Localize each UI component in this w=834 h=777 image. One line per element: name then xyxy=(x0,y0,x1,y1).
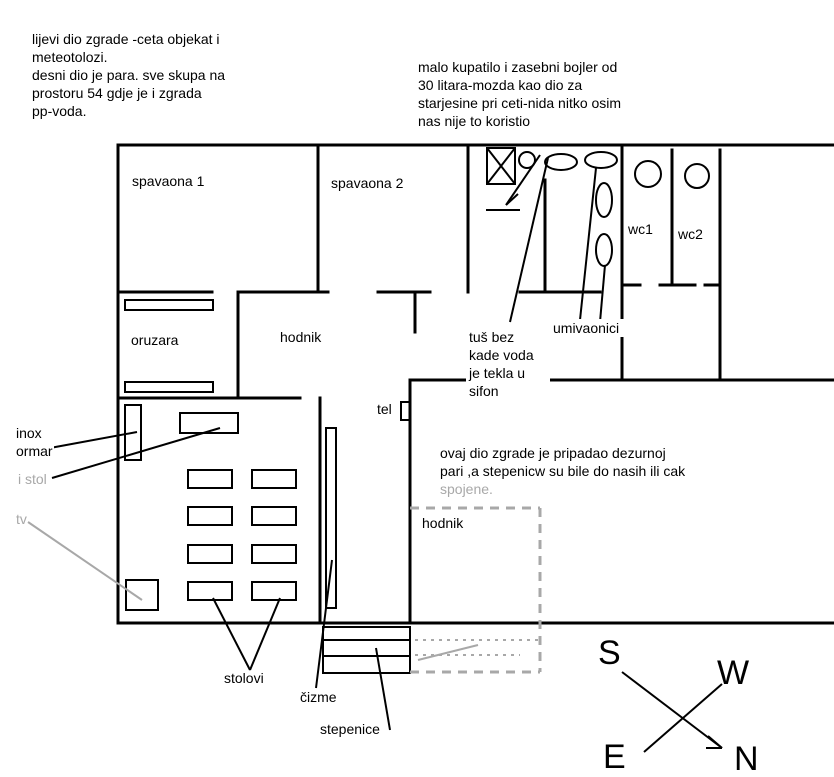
label-line: kade voda xyxy=(469,347,534,363)
note-bathroom: malo kupatilo i zasebni bojler od 30 lit… xyxy=(418,59,621,129)
room-label-wc2: wc2 xyxy=(677,226,703,242)
label-telephone: tel xyxy=(377,401,392,417)
sink-icon xyxy=(544,153,578,171)
note-line: malo kupatilo i zasebni bojler od xyxy=(418,59,617,75)
leader-lines xyxy=(27,157,606,731)
table xyxy=(187,581,233,601)
table xyxy=(187,506,233,526)
shared-area-outline xyxy=(410,506,542,674)
note-line: desni dio je para. sve skupa na xyxy=(32,67,225,83)
room-label-hodnik: hodnik xyxy=(280,329,322,345)
tv-stand xyxy=(125,579,159,611)
label-shower: tuš bez kade voda je tekla u sifon xyxy=(466,326,550,400)
label-line: je tekla u xyxy=(468,365,525,381)
table xyxy=(251,506,297,526)
telephone xyxy=(400,401,411,421)
room-label-hodnik-2: hodnik xyxy=(422,515,464,531)
room-label-spavaona-1: spavaona 1 xyxy=(132,173,205,189)
compass-east: E xyxy=(603,738,626,776)
compass: S W E N xyxy=(598,634,759,777)
sink-icon xyxy=(584,151,618,169)
label-inox: inox xyxy=(16,425,42,441)
table xyxy=(187,469,233,489)
room-label-spavaona-2: spavaona 2 xyxy=(331,175,404,191)
table xyxy=(251,544,297,564)
note-line: prostoru 54 gdje je i zgrada xyxy=(32,85,202,101)
stairs xyxy=(322,626,411,674)
boot-rack xyxy=(325,427,337,609)
label-ormar: ormar xyxy=(16,443,53,459)
toilet-icon xyxy=(634,160,662,188)
compass-west: W xyxy=(717,654,749,692)
inox-table xyxy=(179,412,239,434)
label-line: sifon xyxy=(469,383,499,399)
label-tables: stolovi xyxy=(224,670,264,686)
weapon-racks xyxy=(124,299,214,393)
note-line: starjesine pri ceti-nida nitko osim xyxy=(418,95,621,111)
note-right-part: ovaj dio zgrade je pripadao dezurnoj par… xyxy=(440,445,686,497)
label-sinks: umivaonici xyxy=(553,320,619,336)
note-left-building: lijevi dio zgrade -ceta objekat i meteot… xyxy=(32,31,225,119)
note-line: pp-voda. xyxy=(32,103,86,119)
boiler-icon xyxy=(518,151,536,169)
inox-cabinet xyxy=(124,404,142,461)
sink-icon xyxy=(595,182,613,218)
table xyxy=(187,544,233,564)
note-line: meteotolozi. xyxy=(32,49,107,65)
label-table: i stol xyxy=(18,471,47,487)
note-line: ovaj dio zgrade je pripadao dezurnoj xyxy=(440,445,666,461)
note-line-faded: spojene. xyxy=(440,481,493,497)
note-line: 30 litara-mozda kao dio za xyxy=(418,77,582,93)
label-boots: čizme xyxy=(300,689,337,705)
note-line: pari ,a stepenicw su bile do nasih ili c… xyxy=(440,463,686,479)
table xyxy=(251,581,297,601)
walls xyxy=(116,143,834,625)
room-label-oruzara: oruzara xyxy=(131,332,179,348)
table xyxy=(251,469,297,489)
room-label-wc1: wc1 xyxy=(627,221,653,237)
note-line: lijevi dio zgrade -ceta objekat i xyxy=(32,31,220,47)
dining-furniture xyxy=(124,401,411,611)
label-line: tuš bez xyxy=(469,329,514,345)
label-stairs: stepenice xyxy=(320,721,380,737)
sink-icon xyxy=(595,233,613,267)
toilet-icon xyxy=(684,163,710,189)
compass-south: S xyxy=(598,634,621,672)
compass-north: N xyxy=(734,740,759,777)
label-tv: tv xyxy=(16,511,27,527)
note-line: nas nije to koristio xyxy=(418,113,530,129)
bathroom-fixtures xyxy=(486,147,710,267)
